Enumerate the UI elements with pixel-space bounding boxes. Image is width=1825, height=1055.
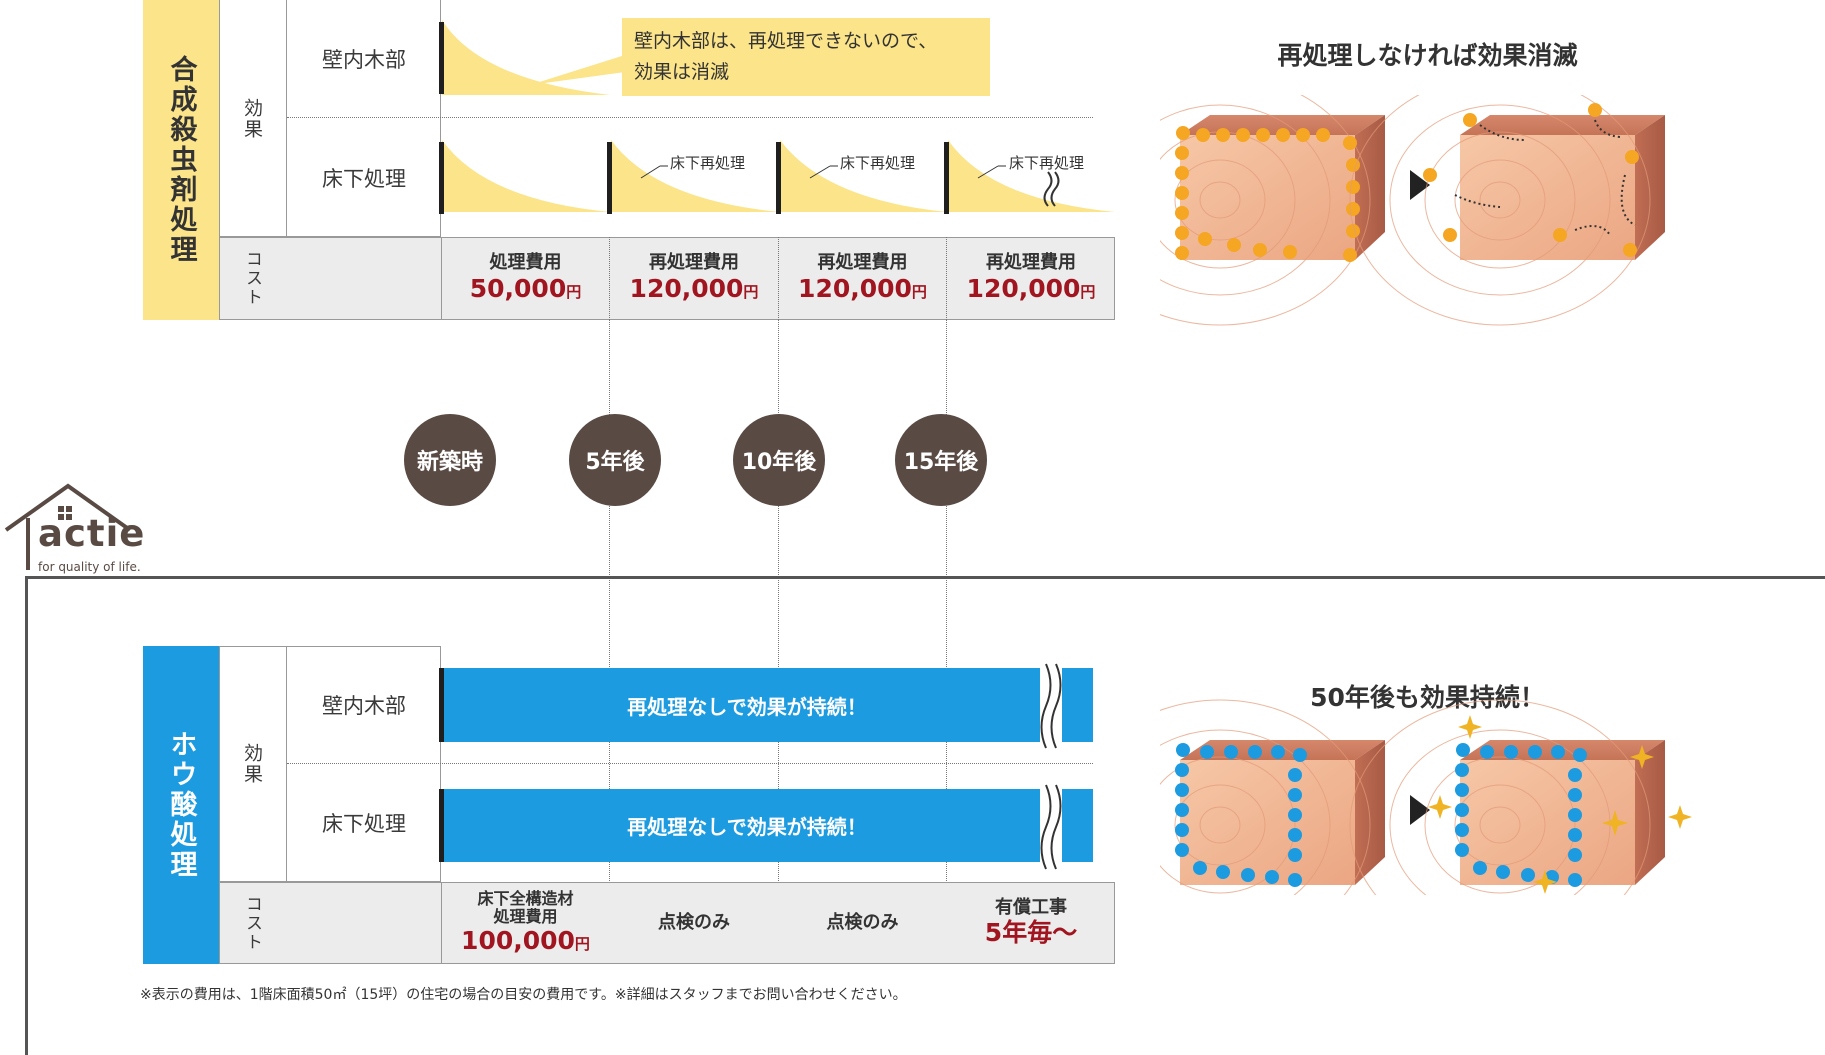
- timeline-10-years: 10年後: [733, 414, 825, 506]
- top-cost-divider-1: [609, 237, 610, 320]
- top-cost-2-label: 再処理費用: [817, 252, 908, 274]
- timeline-line-15: [946, 320, 947, 963]
- bottom-row-floor-label: 床下処理: [322, 812, 406, 836]
- top-cost-cell-0: 処理費用 50,000円: [442, 237, 609, 320]
- bottom-wall-bar-text: 再処理なしで効果が持続！: [627, 694, 867, 719]
- wood-block-icon: [1349, 95, 1666, 326]
- floor-decay-curve-1: [611, 140, 780, 212]
- bottom-cost-0-line-1: 床下全構造材: [477, 889, 574, 909]
- bottom-row-separator: [287, 763, 1093, 764]
- timeline-15-years: 15年後: [895, 414, 987, 506]
- bottom-title: ホウ酸処理: [143, 646, 219, 964]
- bottom-effect-label: 効果: [241, 743, 263, 785]
- top-cost-divider-0: [441, 237, 442, 320]
- top-cost-cell-1: 再処理費用 120,000円: [610, 237, 778, 320]
- break-mark-icon: [1040, 662, 1062, 749]
- bottom-header-divider: [286, 646, 287, 882]
- wood-block-icon: [1160, 699, 1386, 895]
- bottom-floor-bar-text: 再処理なしで効果が持続！: [627, 815, 867, 839]
- top-cost-3-label: 再処理費用: [986, 252, 1076, 274]
- arrow-right-icon: [1410, 795, 1430, 825]
- top-cost-divider-2: [778, 237, 779, 320]
- top-heading: 再処理しなければ効果消滅: [1277, 41, 1578, 70]
- bottom-cost-cell-2: 点検のみ: [779, 882, 946, 964]
- bottom-bar-marks: [439, 662, 1062, 870]
- wood-block-icon: [1160, 95, 1386, 326]
- top-effect-curves: [439, 20, 1115, 214]
- bottom-header-box: [219, 646, 441, 882]
- bottom-cost-3-value: 5年毎～: [984, 918, 1078, 948]
- floor-decay-curve-0: [442, 140, 610, 212]
- bottom-cost-0-value: 100,000円: [461, 925, 590, 955]
- top-effect-label: 効果: [241, 97, 263, 140]
- timeline-new-build: 新築時: [404, 414, 496, 506]
- top-cost-cell-3: 再処理費用 120,000円: [947, 237, 1115, 320]
- timeline-line-10: [778, 320, 779, 963]
- bottom-cost-divider-0: [441, 882, 442, 964]
- retreat-label-2: 床下再処理: [840, 154, 916, 172]
- bottom-cost-cell-1: 点検のみ: [610, 882, 778, 964]
- top-callout-line-2: 効果は消滅: [634, 61, 730, 83]
- top-cost-row: [219, 237, 1115, 320]
- bottom-cost-label: コスト: [242, 894, 262, 952]
- wood-blocks-illustration: [1160, 95, 1692, 895]
- wood-block-icon: [1349, 699, 1666, 895]
- house-logo-icon: [4, 483, 132, 570]
- timeline-line-5: [609, 320, 610, 963]
- retreat-label-3: 床下再処理: [1009, 154, 1085, 172]
- bottom-wall-bar: [442, 668, 1093, 742]
- top-cost-1-label: 再処理費用: [649, 252, 739, 274]
- sparkle-icon: [1428, 715, 1692, 894]
- bottom-floor-bar: [442, 789, 1093, 862]
- logo-text: actie: [38, 512, 146, 555]
- floor-decay-curve-2: [780, 140, 948, 212]
- footnote: ※表示の費用は、1階床面積50㎡（15坪）の住宅の場合の目安の費用です。※詳細は…: [140, 987, 907, 1003]
- bottom-cost-cell-3: 有償工事 5年毎～: [947, 882, 1115, 964]
- bottom-cost-cell-0: 床下全構造材 処理費用 100,000円: [442, 882, 609, 964]
- arrow-right-icon: [1410, 170, 1430, 200]
- break-mark-icon: [1040, 783, 1062, 870]
- top-cost-3-value: 120,000円: [966, 273, 1096, 303]
- bottom-cost-2-label: 点検のみ: [826, 911, 899, 933]
- bottom-cost-0-line-2: 処理費用: [493, 907, 558, 926]
- top-header-divider: [286, 0, 287, 237]
- top-cost-1-value: 120,000円: [629, 273, 759, 303]
- break-mark-icon: [1043, 171, 1060, 207]
- bottom-heading: 50年後も効果持続！: [1310, 683, 1545, 712]
- top-cost-divider-3: [946, 237, 947, 320]
- top-callout: 壁内木部は、再処理できないので、 効果は消滅: [622, 18, 990, 96]
- top-row-wall-label: 壁内木部: [322, 48, 406, 72]
- top-row-separator: [287, 117, 1093, 118]
- bottom-cost-3-label: 有償工事: [995, 896, 1067, 918]
- top-row-floor-label: 床下処理: [322, 166, 406, 191]
- wall-decay-curve: [442, 20, 610, 95]
- bottom-cost-1-label: 点検のみ: [658, 911, 730, 933]
- top-header-box: [219, 0, 441, 237]
- logo-tagline: for quality of life.: [38, 560, 141, 574]
- top-title: 合成殺虫剤処理: [143, 0, 219, 320]
- top-cost-cell-2: 再処理費用 120,000円: [779, 237, 946, 320]
- top-cost-label: コスト: [242, 250, 262, 307]
- top-cost-2-value: 120,000円: [798, 273, 927, 303]
- bottom-row-wall-label: 壁内木部: [322, 694, 406, 718]
- callout-pointer: [530, 55, 625, 85]
- top-cost-0-label: 処理費用: [489, 252, 562, 274]
- retreat-label-1: 床下再処理: [670, 154, 746, 172]
- floor-decay-curve-3: [948, 140, 1115, 212]
- timeline-5-years: 5年後: [569, 414, 661, 506]
- bottom-cost-row: [219, 882, 1115, 964]
- top-callout-line-1: 壁内木部は、再処理できないので、: [634, 30, 938, 52]
- bottom-frame: [25, 576, 1825, 1055]
- top-cost-0-value: 50,000円: [469, 273, 582, 303]
